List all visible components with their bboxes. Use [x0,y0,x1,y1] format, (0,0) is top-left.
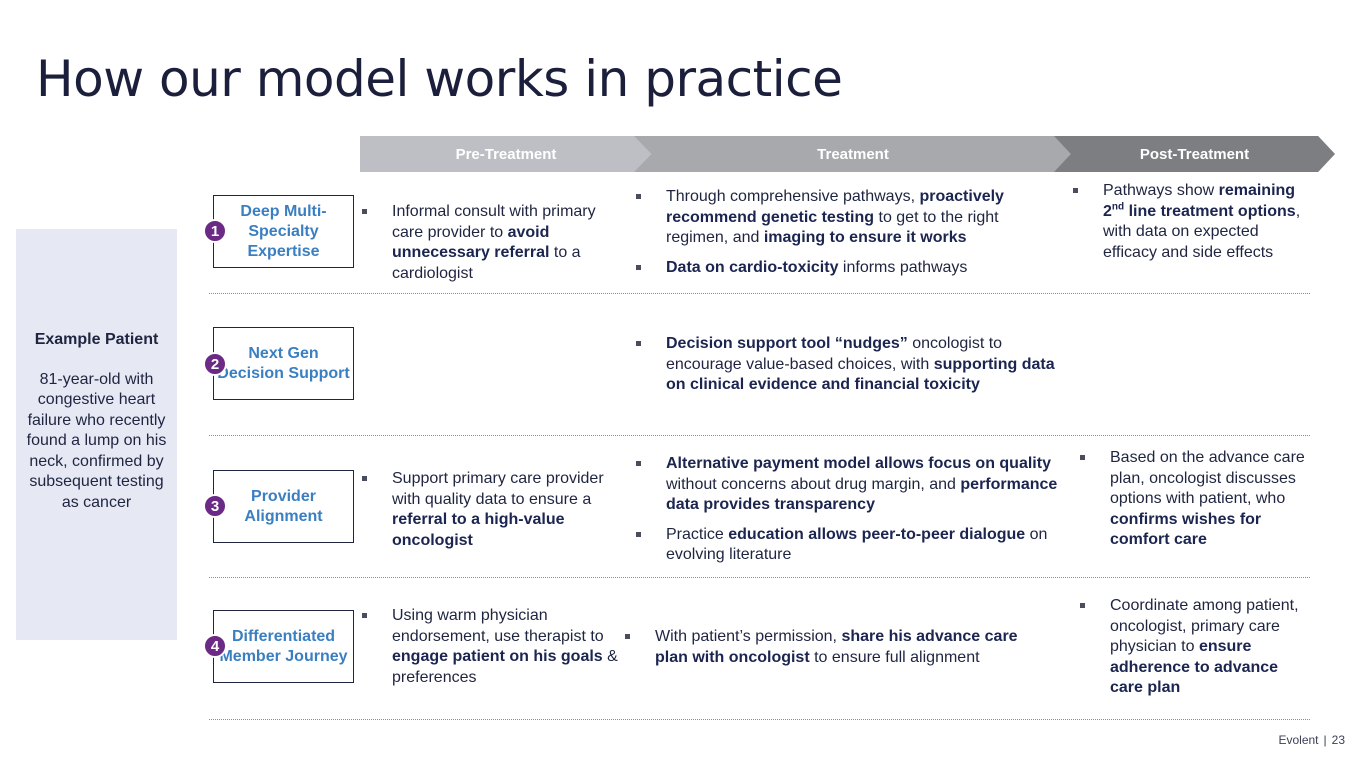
cell-provider-alignment-post: Based on the advance care plan, oncologi… [1078,448,1310,560]
row-label-provider-alignment: Provider Alignment [213,470,354,543]
phase-post-treatment: Post-Treatment [1054,136,1335,172]
cell-provider-alignment-treatment: Alternative payment model allows focus o… [634,454,1064,575]
row-number-badge: 1 [203,219,227,243]
row-number-badge: 2 [203,352,227,376]
example-patient-panel: Example Patient 81-year-old with congest… [16,229,177,640]
bullet-item: Pathways show remaining 2nd line treatme… [1071,181,1307,263]
bullet-item: Coordinate among patient, oncologist, pr… [1078,596,1310,699]
example-patient-description: 81-year-old with congestive heart failur… [26,370,167,511]
bullet-item: Alternative payment model allows focus o… [634,454,1064,516]
bullet-item: Support primary care provider with quali… [360,469,628,551]
bullet-item: Decision support tool “nudges” oncologis… [634,334,1064,396]
bullet-item: Through comprehensive pathways, proactiv… [634,187,1054,249]
cell-member-journey-pre: Using warm physician endorsement, use th… [360,606,622,697]
cell-expertise-treatment: Through comprehensive pathways, proactiv… [634,187,1054,287]
cell-member-journey-treatment: With patient’s permission, share his adv… [623,627,1053,677]
row-label-expertise: Deep Multi-Specialty Expertise [213,195,354,268]
row-number-badge: 3 [203,494,227,518]
footer: Evolent | 23 [1278,733,1345,747]
bullet-item: Data on cardio-toxicity informs pathways [634,258,1054,279]
row-divider [209,577,1310,578]
phase-treatment: Treatment [634,136,1072,172]
phase-pre-treatment: Pre-Treatment [360,136,652,172]
row-number-badge: 4 [203,634,227,658]
row-label-member-journey: Differentiated Member Journey [213,610,354,683]
cell-provider-alignment-pre: Support primary care provider with quali… [360,469,628,560]
footer-brand: Evolent [1278,733,1319,747]
row-divider [209,719,1310,720]
bullet-item: Practice education allows peer-to-peer d… [634,525,1064,566]
cell-member-journey-post: Coordinate among patient, oncologist, pr… [1078,596,1310,708]
row-divider [209,293,1310,294]
bullet-item: Based on the advance care plan, oncologi… [1078,448,1310,551]
row-divider [209,435,1310,436]
bullet-item: With patient’s permission, share his adv… [623,627,1053,668]
row-label-decision-support: Next Gen Decision Support [213,327,354,400]
cell-expertise-post: Pathways show remaining 2nd line treatme… [1071,181,1307,272]
bullet-item: Using warm physician endorsement, use th… [360,606,622,688]
page-title: How our model works in practice [36,50,843,108]
example-patient-title: Example Patient [34,331,159,348]
cell-expertise-pre: Informal consult with primary care provi… [360,202,628,293]
cell-decision-support-treatment: Decision support tool “nudges” oncologis… [634,334,1064,405]
page-number: 23 [1331,733,1345,747]
bullet-item: Informal consult with primary care provi… [360,202,628,284]
footer-separator: | [1323,733,1327,747]
